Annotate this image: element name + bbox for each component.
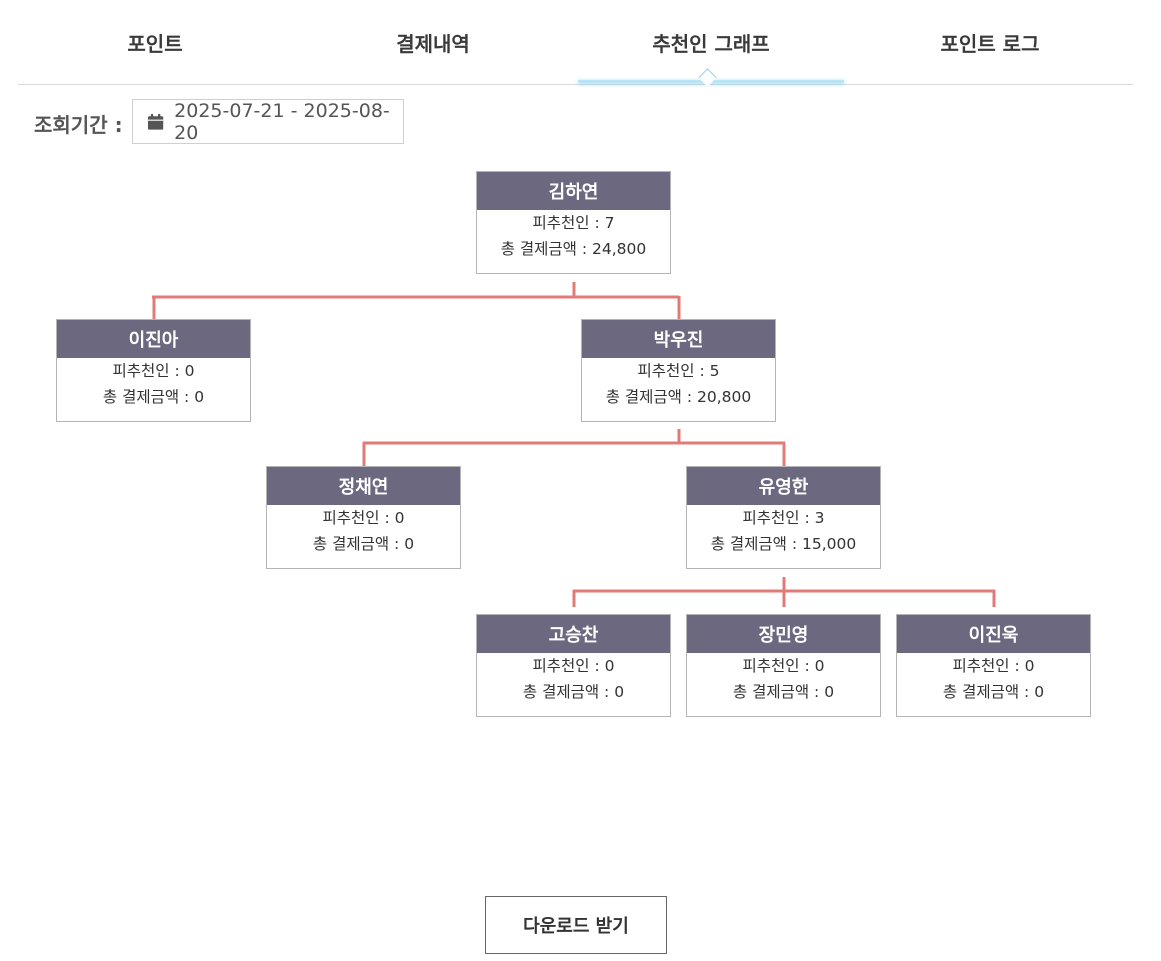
node-name: 김하연 [477,172,670,210]
node-name: 박우진 [582,320,775,358]
node-referral-count: 피추천인 : 5 [637,362,720,380]
node-total-payment: 총 결제금액 : 0 [312,535,415,553]
node-referral-count: 피추천인 : 0 [742,657,825,675]
referral-node-go-seungchan[interactable]: 고승찬 피추천인 : 0 총 결제금액 : 0 [476,614,671,717]
node-name: 유영한 [687,467,880,505]
node-name: 정채연 [267,467,460,505]
date-range-value: 2025-07-21 - 2025-08-20 [174,99,390,144]
node-name: 이진욱 [897,615,1090,653]
node-total-payment: 총 결제금액 : 20,800 [605,388,752,406]
node-total-payment: 총 결제금액 : 0 [942,683,1045,701]
node-name: 장민영 [687,615,880,653]
referral-node-kim-hayeon[interactable]: 김하연 피추천인 : 7 총 결제금액 : 24,800 [476,171,671,274]
node-total-payment: 총 결제금액 : 0 [102,388,205,406]
node-referral-count: 피추천인 : 0 [952,657,1035,675]
node-total-payment: 총 결제금액 : 24,800 [500,240,647,258]
referral-node-lee-jina[interactable]: 이진아 피추천인 : 0 총 결제금액 : 0 [56,319,251,422]
tab-referral-graph[interactable]: 추천인 그래프 [652,32,770,56]
tab-bar: 포인트 결제내역 추천인 그래프 포인트 로그 [18,0,1133,85]
node-name: 이진아 [57,320,250,358]
period-label: 조회기간 : [34,113,123,137]
tab-point-log[interactable]: 포인트 로그 [940,32,1040,56]
referral-node-yu-yeonghan[interactable]: 유영한 피추천인 : 3 총 결제금액 : 15,000 [686,466,881,569]
referral-node-lee-jinuk[interactable]: 이진욱 피추천인 : 0 총 결제금액 : 0 [896,614,1091,717]
node-referral-count: 피추천인 : 3 [742,509,825,527]
referral-node-park-ujin[interactable]: 박우진 피추천인 : 5 총 결제금액 : 20,800 [581,319,776,422]
node-total-payment: 총 결제금액 : 0 [522,683,625,701]
node-name: 고승찬 [477,615,670,653]
node-referral-count: 피추천인 : 0 [532,657,615,675]
tab-payments[interactable]: 결제내역 [396,32,470,56]
node-referral-count: 피추천인 : 0 [322,509,405,527]
calendar-icon [147,113,164,130]
referral-node-jang-minyeong[interactable]: 장민영 피추천인 : 0 총 결제금액 : 0 [686,614,881,717]
tab-points[interactable]: 포인트 [127,32,183,56]
download-button[interactable]: 다운로드 받기 [485,896,667,954]
node-total-payment: 총 결제금액 : 0 [732,683,835,701]
date-range-picker[interactable]: 2025-07-21 - 2025-08-20 [132,99,404,144]
referral-node-jeong-chaeyeon[interactable]: 정채연 피추천인 : 0 총 결제금액 : 0 [266,466,461,569]
node-referral-count: 피추천인 : 7 [532,214,615,232]
node-total-payment: 총 결제금액 : 15,000 [710,535,857,553]
node-referral-count: 피추천인 : 0 [112,362,195,380]
